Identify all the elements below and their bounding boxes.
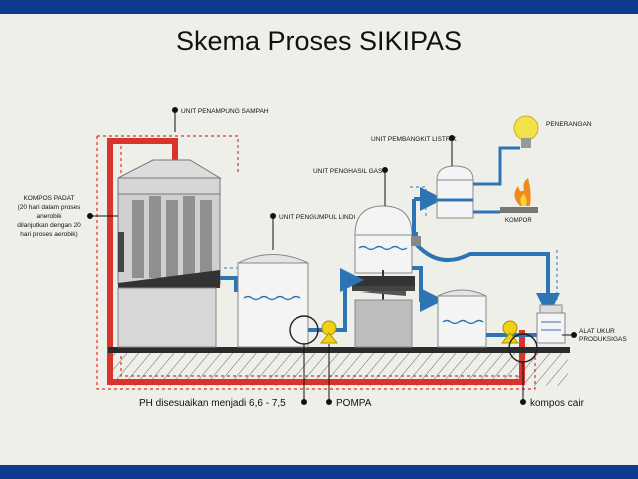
red-dashed-outline xyxy=(96,135,536,390)
header-bar xyxy=(0,0,638,14)
label-unit-penampung: UNIT PENAMPUNG SAMPAH xyxy=(181,108,269,115)
label-kompos-padat: KOMPOS PADAT (20 hari dalam proses anero… xyxy=(17,195,81,238)
svg-text:ALAT UKUR: ALAT UKUR xyxy=(579,328,615,335)
pump-icon xyxy=(319,320,339,344)
footer-bar xyxy=(0,465,638,479)
svg-text:(20 hari dalam proses: (20 hari dalam proses xyxy=(18,204,82,211)
unit-pengumpul-tank xyxy=(237,254,309,348)
pump-icon xyxy=(500,320,520,344)
light-bulb-icon xyxy=(513,115,539,148)
svg-text:anerobik: anerobik xyxy=(37,213,63,220)
unit-penampung-tank xyxy=(117,159,222,348)
ground-line xyxy=(108,347,570,353)
gas-valve xyxy=(411,236,421,246)
blue-pipe-to-small-tank xyxy=(412,266,444,312)
svg-text:hari proses aerobik): hari proses aerobik) xyxy=(20,231,77,238)
unit-pembangkit-listrik xyxy=(436,146,538,219)
red-pipe-lower xyxy=(107,330,525,385)
unit-penghasil-gas xyxy=(352,205,415,348)
label-kompos-cair: kompos cair xyxy=(530,398,585,409)
alat-ukur-gas xyxy=(536,304,566,344)
svg-text:PRODUKSIGAS: PRODUKSIGAS xyxy=(579,336,627,343)
svg-text:dilanjutkan dengan 20: dilanjutkan dengan 20 xyxy=(17,222,81,229)
label-unit-pengumpul: UNIT PENGUMPUL LINDI xyxy=(279,214,355,221)
label-unit-penghasil: UNIT PENGHASIL GAS xyxy=(313,168,383,175)
label-kompor: KOMPOR xyxy=(505,218,532,224)
slide-title: Skema Proses SIKIPAS xyxy=(175,26,463,56)
flame-icon xyxy=(514,178,531,206)
small-tank xyxy=(437,289,487,348)
svg-text:KOMPOS PADAT: KOMPOS PADAT xyxy=(23,195,74,202)
label-ph: PH disesuaikan menjadi 6,6 - 7,5 xyxy=(139,398,286,409)
label-unit-pembangkit: UNIT PEMBANGKIT LISTRIK xyxy=(371,136,457,143)
label-penerangan: PENERANGAN xyxy=(546,121,592,128)
label-pompa: POMPA xyxy=(336,398,372,409)
label-alat-ukur: ALAT UKUR PRODUKSIGAS xyxy=(579,328,627,343)
